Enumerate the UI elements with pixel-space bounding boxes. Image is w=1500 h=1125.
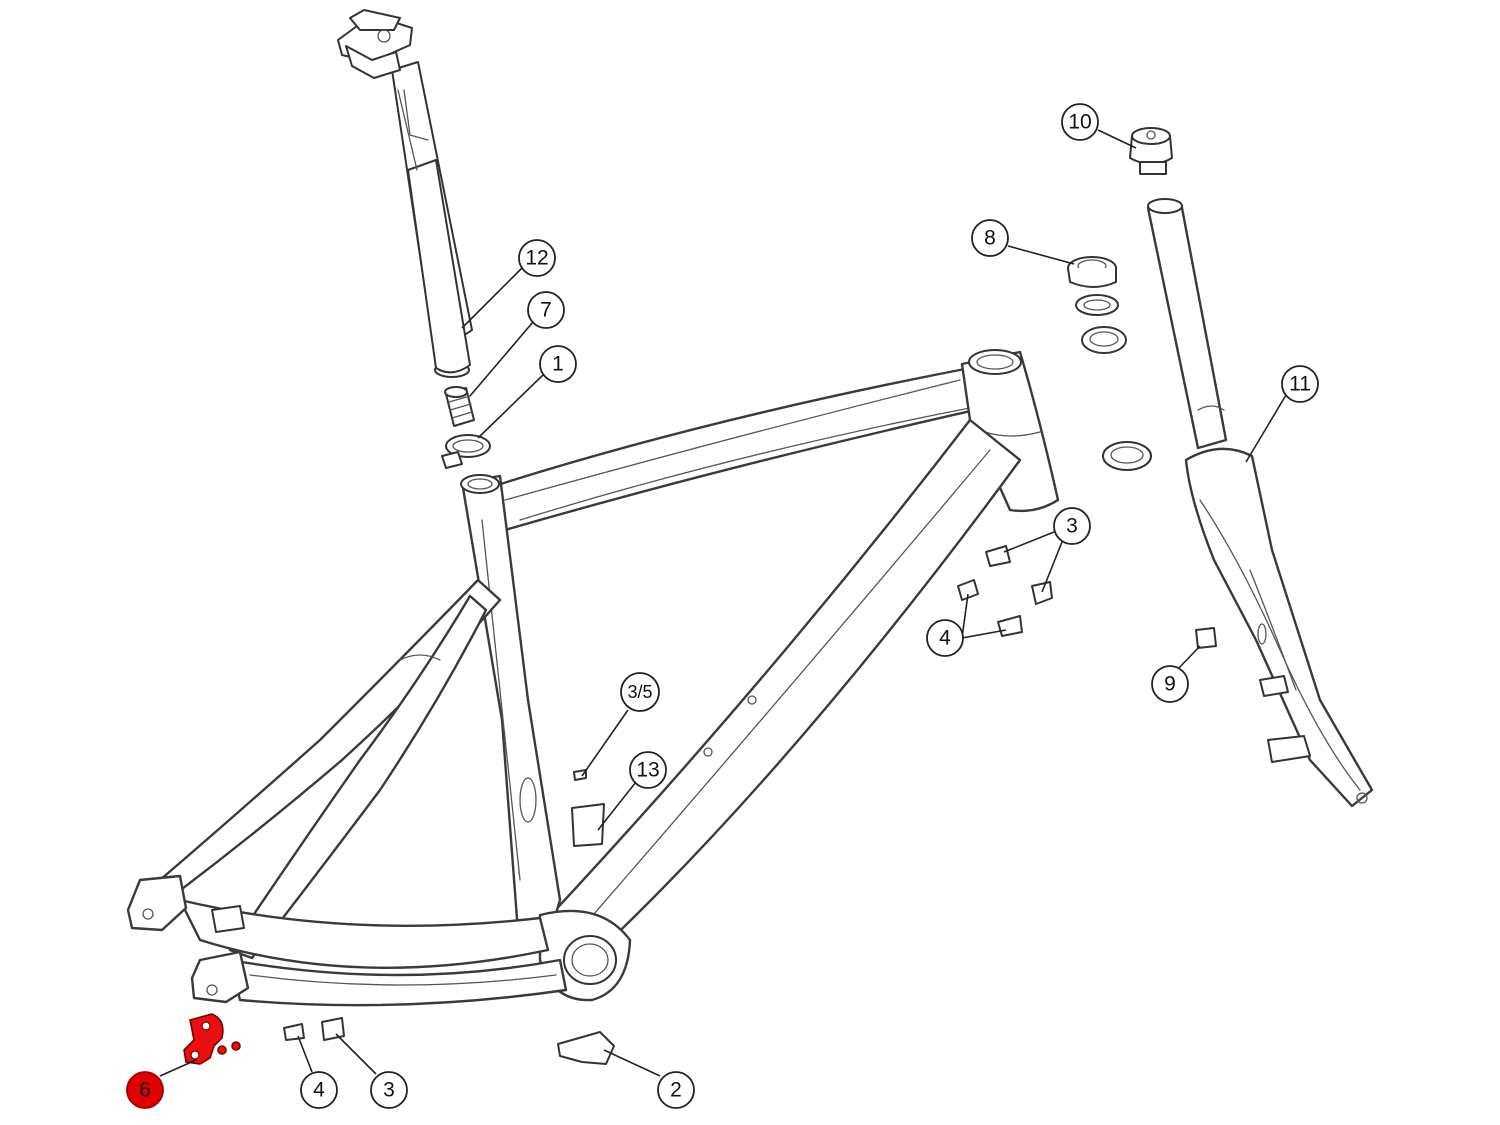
callout-label: 4: [939, 627, 951, 650]
headset-top-cap: [1129, 127, 1173, 175]
callout-label: 8: [984, 227, 996, 250]
callout-label: 11: [1289, 373, 1311, 396]
frame: [126, 349, 1060, 1007]
seatpost-plug: [444, 386, 475, 427]
callout-label: 12: [525, 247, 548, 270]
callout-label: 3/5: [627, 682, 652, 702]
callout-12: 12: [518, 239, 556, 277]
callout-9: 9: [1151, 665, 1189, 703]
small-hardware: [283, 545, 1217, 1065]
derailleur-hanger: [183, 1013, 241, 1065]
callout-label: 9: [1164, 673, 1176, 696]
callout-label: 7: [540, 299, 552, 322]
callout-1: 1: [539, 345, 577, 383]
callout-3-lower: 3: [370, 1071, 408, 1109]
callout-7: 7: [527, 291, 565, 329]
callout-10: 10: [1061, 103, 1099, 141]
headset-cups: [1067, 256, 1152, 471]
callout-label: 13: [636, 759, 659, 782]
callout-label: 3: [1066, 515, 1078, 538]
callout-4-lower: 4: [300, 1071, 338, 1109]
callout-13: 13: [629, 751, 667, 789]
fork: [1146, 198, 1374, 808]
callout-3-5: 3/5: [620, 672, 660, 712]
callout-label: 3: [383, 1079, 395, 1102]
callout-label: 2: [670, 1079, 682, 1102]
callout-4-upper: 4: [926, 619, 964, 657]
seat-clamp: [441, 434, 491, 469]
callout-label: 4: [313, 1079, 325, 1102]
callout-label: 1: [552, 353, 564, 376]
leader-lines: [159, 129, 1287, 1077]
callout-label: 6: [139, 1079, 151, 1102]
callout-11: 11: [1281, 365, 1319, 403]
seatpost: [337, 9, 473, 378]
callout-6-highlighted: 6: [126, 1071, 164, 1109]
callout-2: 2: [657, 1071, 695, 1109]
callout-3-upper: 3: [1053, 507, 1091, 545]
callout-8: 8: [971, 219, 1009, 257]
callout-label: 10: [1068, 111, 1091, 134]
